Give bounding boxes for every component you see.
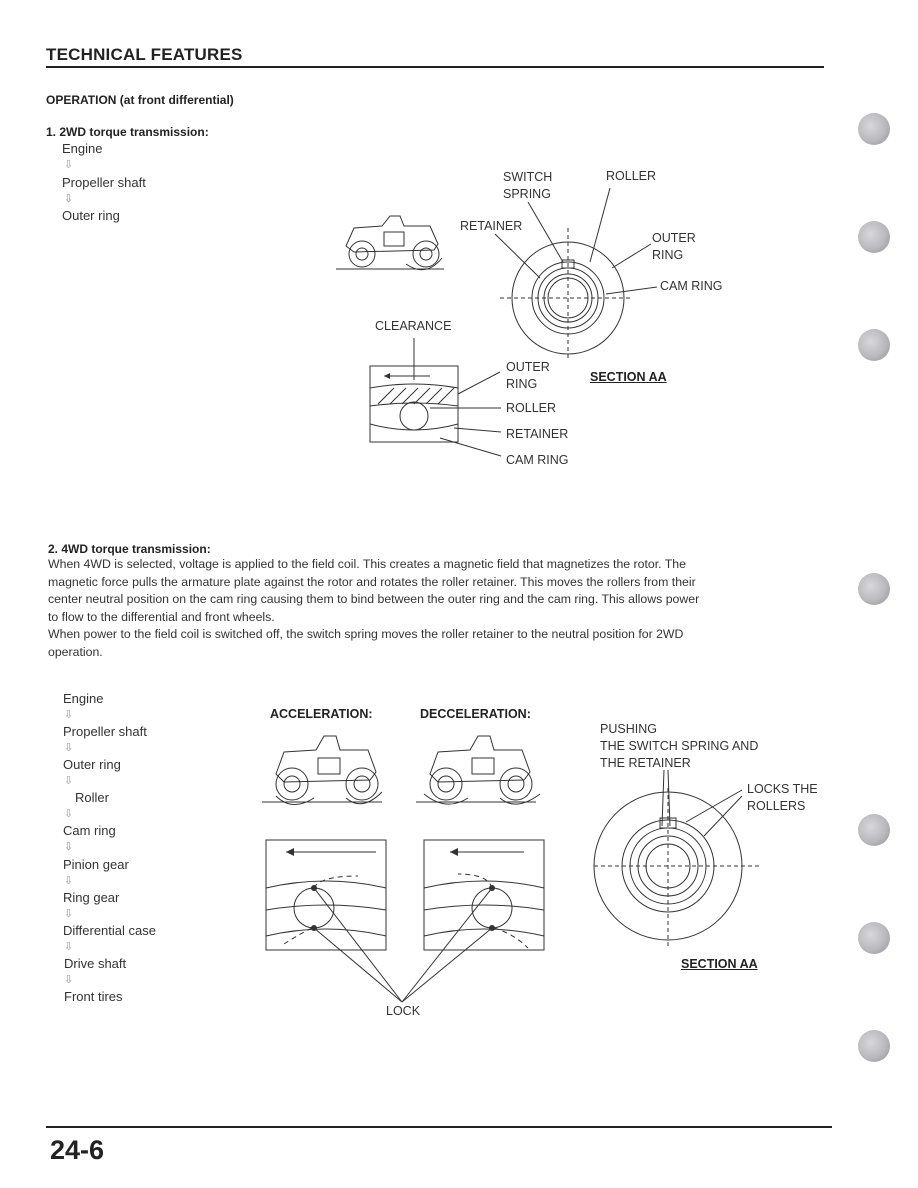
section1-heading: 1. 2WD torque transmission: xyxy=(46,125,209,139)
label-detail-outer-ring: OUTER xyxy=(506,360,550,374)
atv-acceleration-illustration xyxy=(262,735,383,805)
section2-heading: 2. 4WD torque transmission: xyxy=(48,542,211,556)
thumb-tab-icon xyxy=(858,814,890,846)
label-locks-2: ROLLERS xyxy=(747,799,806,813)
thumb-tab-icon xyxy=(858,922,890,954)
flow1-step-propeller-shaft: Propeller shaft xyxy=(62,175,146,190)
label-switch-spring: SWITCH xyxy=(503,170,553,184)
label-locks: LOCKS THE xyxy=(747,782,818,796)
label-detail-retainer: RETAINER xyxy=(506,427,569,441)
label-clearance: CLEARANCE xyxy=(375,319,452,333)
label-detail-roller: ROLLER xyxy=(506,401,557,415)
label-lock: LOCK xyxy=(386,1004,421,1018)
section2-paragraph: When 4WD is selected, voltage is applied… xyxy=(48,556,820,661)
flow-arrow-icon: ⇩ xyxy=(64,159,74,171)
paragraph-line: When power to the field coil is switched… xyxy=(48,627,684,641)
label-pushing: PUSHING xyxy=(600,722,657,736)
label-cam-ring: CAM RING xyxy=(660,279,723,293)
leader-lines-1 xyxy=(413,187,658,457)
label-roller: ROLLER xyxy=(606,169,657,183)
flow2-step-propeller-shaft: Propeller shaft xyxy=(63,724,147,739)
flow-arrow-icon: ⇩ xyxy=(64,974,74,986)
flow2-step-engine: Engine xyxy=(63,691,104,706)
flow-arrow-icon: ⇩ xyxy=(64,941,74,953)
flow2-step-outer-ring: Outer ring xyxy=(63,757,121,772)
flow-arrow-icon: ⇩ xyxy=(64,709,74,721)
footer-rule xyxy=(46,1126,832,1128)
label-retainer: RETAINER xyxy=(460,219,523,233)
operation-title: OPERATION (at front differential) xyxy=(46,93,234,107)
label-pushing-3: THE RETAINER xyxy=(600,756,691,770)
label-outer-ring-2: RING xyxy=(652,248,684,262)
paragraph-line: When 4WD is selected, voltage is applied… xyxy=(48,557,686,571)
atv-illustration xyxy=(336,215,444,271)
label-deceleration: DECCELERATION: xyxy=(420,707,531,721)
flow-arrow-icon: ⇩ xyxy=(64,908,74,920)
flow-arrow-icon: ⇩ xyxy=(64,808,74,820)
flow2-step-ring-gear: Ring gear xyxy=(63,890,120,905)
flow-arrow-icon: ⇩ xyxy=(64,193,74,205)
flow2-step-pinion-gear: Pinion gear xyxy=(63,857,129,872)
paragraph-line: to flow to the differential and front wh… xyxy=(48,609,275,624)
thumb-tab-icon xyxy=(858,329,890,361)
label-detail-outer-ring-2: RING xyxy=(506,377,538,391)
label-detail-cam-ring: CAM RING xyxy=(506,453,569,467)
label-pushing-2: THE SWITCH SPRING AND xyxy=(600,739,759,753)
paragraph-line: center neutral position on the cam ring … xyxy=(48,592,700,606)
flow1-step-outer-ring: Outer ring xyxy=(62,208,120,223)
header-rule xyxy=(46,66,824,68)
paragraph-line: magnetic force pulls the armature plate … xyxy=(48,574,696,589)
label-section-aa-2: SECTION AA xyxy=(681,957,758,971)
flow2-step-roller: Roller xyxy=(75,790,109,805)
flow-arrow-icon: ⇩ xyxy=(64,841,74,853)
page-number: 24-6 xyxy=(50,1135,105,1165)
thumb-tab-icon xyxy=(858,1030,890,1062)
thumb-tab-icon xyxy=(858,221,890,253)
clearance-detail xyxy=(369,365,459,443)
atv-deceleration-illustration xyxy=(416,735,541,805)
flow2-step-drive-shaft: Drive shaft xyxy=(64,956,127,971)
thumb-tab-icon xyxy=(858,113,890,145)
flow-arrow-icon: ⇩ xyxy=(64,775,74,787)
paragraph-line: operation. xyxy=(48,644,103,659)
section-aa-diagram xyxy=(500,228,630,360)
flow2-step-cam-ring: Cam ring xyxy=(63,823,116,838)
flow2-step-differential-case: Differential case xyxy=(63,923,156,938)
page-title: TECHNICAL FEATURES xyxy=(46,45,243,64)
label-outer-ring: OUTER xyxy=(652,231,696,245)
thumb-tab-icon xyxy=(858,573,890,605)
flow2-step-front-tires: Front tires xyxy=(64,989,123,1004)
section-aa-diagram-2 xyxy=(593,788,762,946)
label-acceleration: ACCELERATION: xyxy=(270,707,373,721)
label-switch-spring-2: SPRING xyxy=(503,187,551,201)
label-section-aa: SECTION AA xyxy=(590,370,667,384)
flow1-step-engine: Engine xyxy=(62,141,103,156)
flow-arrow-icon: ⇩ xyxy=(64,875,74,887)
flow-arrow-icon: ⇩ xyxy=(64,742,74,754)
